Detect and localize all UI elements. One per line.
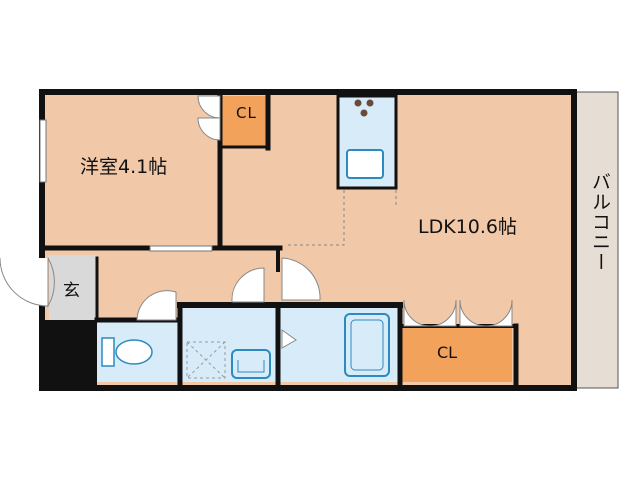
bathtub-icon — [344, 313, 390, 377]
toilet-icon — [101, 337, 153, 367]
window-interior — [149, 245, 213, 252]
western-room-label: 洋室4.1帖 — [80, 156, 168, 178]
balcony — [573, 91, 619, 389]
washing-machine-icon — [186, 341, 226, 379]
walls — [39, 89, 577, 391]
entrance-floor — [49, 255, 97, 320]
window-west — [39, 119, 47, 183]
balcony-label: バルコニー — [589, 172, 611, 272]
ldk-label: LDK10.6帖 — [418, 216, 517, 238]
closet-small — [222, 96, 267, 146]
entrance-label: 玄 — [63, 281, 80, 301]
closet-large — [402, 328, 512, 382]
washbasin-icon — [231, 349, 271, 379]
doors — [0, 95, 513, 349]
closet-large-label: CL — [437, 343, 458, 362]
stove-icon — [354, 99, 374, 117]
wall-block — [42, 320, 97, 388]
sink-icon — [346, 149, 384, 179]
closet-small-label: CL — [236, 104, 257, 122]
